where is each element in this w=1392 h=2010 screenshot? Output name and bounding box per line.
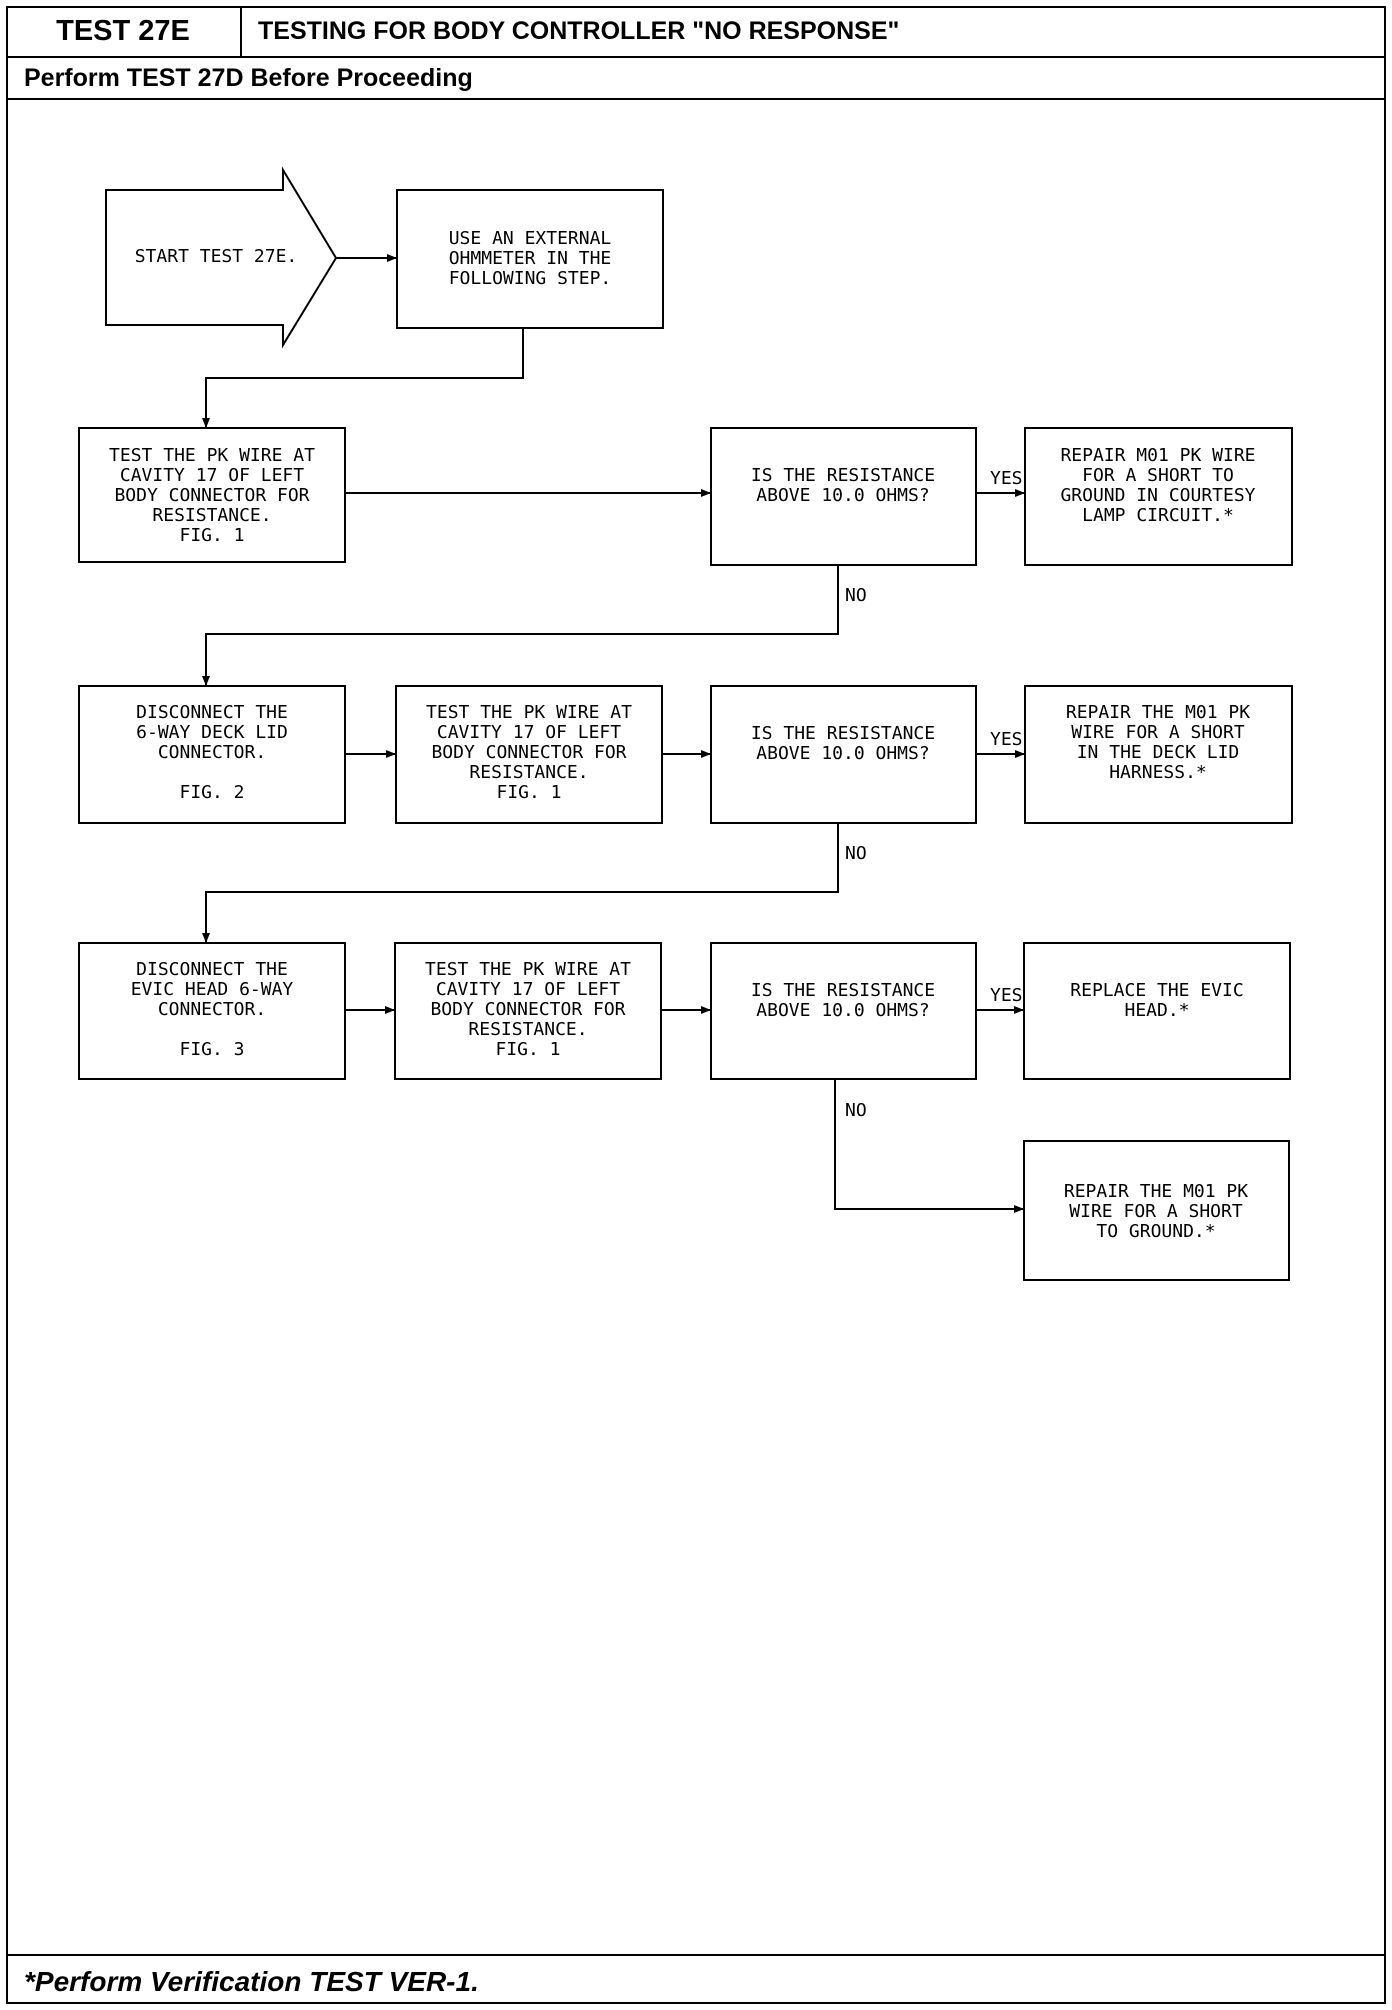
node-text: GROUND IN COURTESY	[1060, 485, 1255, 506]
node-text: LAMP CIRCUIT.*	[1082, 505, 1234, 526]
node-r2: REPAIR THE M01 PK WIRE FOR A SHORT IN TH…	[1024, 685, 1293, 824]
edge-label-yes: YES	[990, 729, 1023, 750]
edge-q2-disc2	[202, 823, 839, 943]
page-frame	[6, 6, 1386, 2004]
node-text: CONNECTOR.	[158, 742, 266, 763]
node-text: USE AN EXTERNAL	[449, 228, 612, 249]
node-text: DISCONNECT THE	[136, 959, 288, 980]
node-text: CAVITY 17 OF LEFT	[436, 979, 620, 1000]
node-q2: IS THE RESISTANCE ABOVE 10.0 OHMS?	[710, 685, 977, 824]
node-text: TEST THE PK WIRE AT	[426, 702, 632, 723]
test-title: TESTING FOR BODY CONTROLLER "NO RESPONSE…	[258, 16, 900, 45]
node-text: WIRE FOR A SHORT	[1069, 1201, 1243, 1222]
node-text: FOR A SHORT TO	[1082, 465, 1234, 486]
node-text: EVIC HEAD 6-WAY	[131, 979, 294, 1000]
node-text: ABOVE 10.0 OHMS?	[756, 485, 929, 506]
node-text: CONNECTOR.	[158, 999, 266, 1020]
node-text: FIG. 1	[496, 782, 561, 803]
node-text: REPAIR THE M01 PK	[1066, 702, 1250, 723]
node-r3: REPLACE THE EVIC HEAD.*	[1023, 942, 1291, 1080]
node-text: RESISTANCE.	[469, 762, 588, 783]
node-r1: REPAIR M01 PK WIRE FOR A SHORT TO GROUND…	[1024, 427, 1293, 566]
node-text: FIG. 2	[179, 782, 244, 803]
node-text: TEST THE PK WIRE AT	[425, 959, 631, 980]
node-text: BODY CONNECTOR FOR	[114, 485, 309, 506]
header-divider	[6, 56, 1386, 58]
edge-label-yes: YES	[990, 468, 1023, 489]
node-q3: IS THE RESISTANCE ABOVE 10.0 OHMS?	[710, 942, 977, 1080]
node-text: FIG. 1	[179, 525, 244, 546]
node-disc2: DISCONNECT THE EVIC HEAD 6-WAY CONNECTOR…	[78, 942, 346, 1080]
edge-ohmmeter-test1	[202, 328, 524, 428]
edge-label-no: NO	[845, 1100, 867, 1121]
node-text: RESISTANCE.	[152, 505, 271, 526]
node-text: CAVITY 17 OF LEFT	[437, 722, 621, 743]
edge-q1-disc1	[202, 565, 839, 686]
node-text: HEAD.*	[1124, 1000, 1189, 1021]
subheader-divider	[6, 98, 1386, 100]
node-text: BODY CONNECTOR FOR	[430, 999, 625, 1020]
connectors	[202, 254, 1025, 1213]
node-text: HARNESS.*	[1109, 762, 1207, 783]
node-text: IS THE RESISTANCE	[751, 723, 935, 744]
node-test1: TEST THE PK WIRE AT CAVITY 17 OF LEFT BO…	[78, 427, 346, 563]
node-text: IS THE RESISTANCE	[751, 980, 935, 1001]
node-text: FIG. 1	[495, 1039, 560, 1060]
node-text: 6-WAY DECK LID	[136, 722, 288, 743]
node-test2: TEST THE PK WIRE AT CAVITY 17 OF LEFT BO…	[395, 685, 663, 824]
node-text: IN THE DECK LID	[1077, 742, 1240, 763]
node-use-ohmmeter: USE AN EXTERNAL OHMMETER IN THE FOLLOWIN…	[396, 189, 664, 329]
node-q1: IS THE RESISTANCE ABOVE 10.0 OHMS?	[710, 427, 977, 566]
node-text: DISCONNECT THE	[136, 702, 288, 723]
test-id: TEST 27E	[6, 6, 242, 56]
prerequisite-note: Perform TEST 27D Before Proceeding	[24, 64, 473, 92]
node-text: CAVITY 17 OF LEFT	[120, 465, 304, 486]
node-text: START TEST 27E.	[135, 246, 298, 267]
node-text: OHMMETER IN THE	[449, 248, 612, 269]
edge-label-no: NO	[845, 843, 867, 864]
node-text: REPAIR THE M01 PK	[1064, 1181, 1248, 1202]
edge-label-no: NO	[845, 585, 867, 606]
node-text: FOLLOWING STEP.	[449, 268, 612, 289]
node-text: TEST THE PK WIRE AT	[109, 445, 315, 466]
node-text: IS THE RESISTANCE	[751, 465, 935, 486]
footer-divider	[6, 1954, 1386, 1956]
verification-footer: *Perform Verification TEST VER-1.	[24, 1966, 479, 1997]
node-r4: REPAIR THE M01 PK WIRE FOR A SHORT TO GR…	[1023, 1140, 1290, 1281]
node-test3: TEST THE PK WIRE AT CAVITY 17 OF LEFT BO…	[394, 942, 662, 1080]
node-text: WIRE FOR A SHORT	[1071, 722, 1245, 743]
node-text: ABOVE 10.0 OHMS?	[756, 743, 929, 764]
node-text: TO GROUND.*	[1096, 1221, 1215, 1242]
node-text: RESISTANCE.	[468, 1019, 587, 1040]
node-text: BODY CONNECTOR FOR	[431, 742, 626, 763]
node-text: REPLACE THE EVIC	[1070, 980, 1243, 1001]
edge-q3-r4	[834, 1079, 1024, 1213]
node-disc1: DISCONNECT THE 6-WAY DECK LID CONNECTOR.…	[78, 685, 346, 824]
edge-label-yes: YES	[990, 985, 1023, 1006]
node-text: FIG. 3	[179, 1039, 244, 1060]
node-text: REPAIR M01 PK WIRE	[1060, 445, 1255, 466]
start-node: START TEST 27E.	[105, 166, 338, 349]
node-text: ABOVE 10.0 OHMS?	[756, 1000, 929, 1021]
